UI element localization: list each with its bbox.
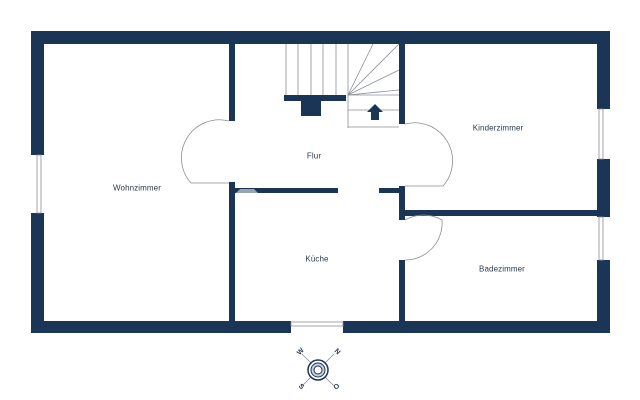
stairs [285, 43, 400, 128]
room-label-kueche: Küche [305, 254, 329, 264]
walls [31, 31, 610, 333]
compass-icon [301, 353, 335, 387]
room-label-wohnzimmer: Wohnzimmer [113, 183, 161, 193]
doors [181, 119, 453, 261]
windows [36, 108, 604, 327]
window-marker [236, 189, 258, 193]
room-label-flur: Flur [306, 151, 322, 161]
room-label-badezimmer: Badezimmer [479, 264, 525, 274]
room-label-kinderzimmer: Kinderzimmer [472, 123, 524, 133]
arrow-up-icon [367, 104, 383, 120]
